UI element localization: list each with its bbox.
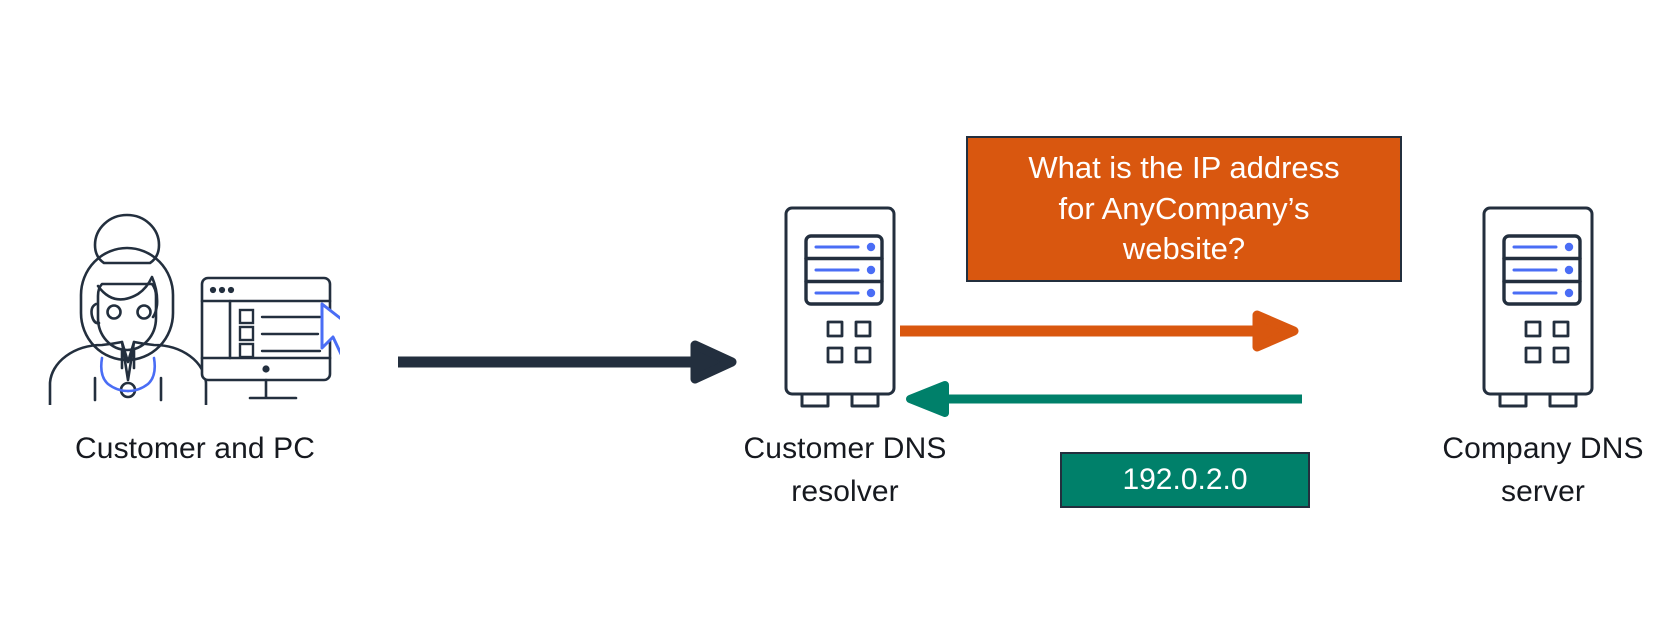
server-tower-svg xyxy=(1482,206,1594,408)
server-tower-svg xyxy=(784,206,896,408)
server-tower-icon-company-dns-server xyxy=(1468,200,1618,415)
label-customer-and-pc: Customer and PC xyxy=(75,432,315,465)
label-company-dns-server: Company DNS server xyxy=(1442,432,1644,508)
callout-query: What is the IP address for AnyCompany’s … xyxy=(966,136,1402,282)
customer-and-pc-svg xyxy=(48,213,360,407)
customer-and-pc-icon xyxy=(40,200,360,407)
server-tower-icon-customer-dns-resolver xyxy=(770,200,920,415)
label-customer-dns-resolver: Customer DNS resolver xyxy=(743,432,947,508)
arrow-server-to-resolver xyxy=(898,380,1308,420)
callout-answer: 192.0.2.0 xyxy=(1060,452,1310,508)
arrow-resolver-to-server xyxy=(898,310,1308,354)
arrow-pc-to-resolver xyxy=(396,340,741,386)
